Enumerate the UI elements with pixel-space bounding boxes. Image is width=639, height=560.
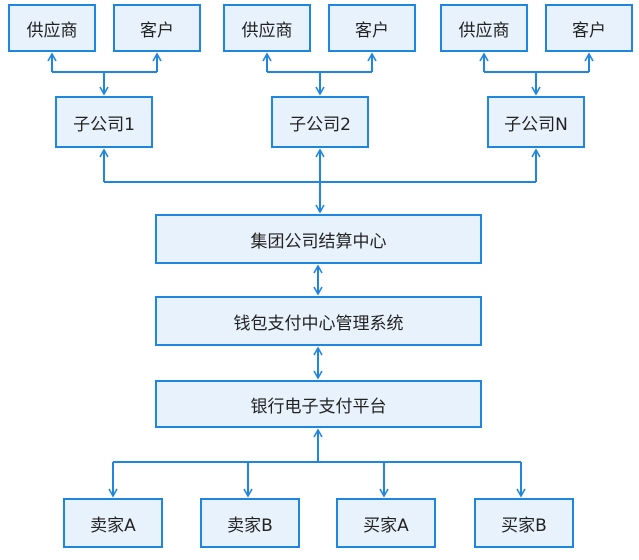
buyer-a-box: 买家A	[336, 498, 436, 548]
seller-b-box: 卖家B	[200, 498, 300, 548]
supplier-box-3: 供应商	[440, 4, 528, 52]
subsidiary-box-2: 子公司2	[271, 96, 369, 148]
buyer-b-box: 买家B	[474, 498, 574, 548]
supplier-box-2: 供应商	[223, 4, 311, 52]
wallet-system-box: 钱包支付中心管理系统	[155, 296, 482, 346]
customer-box-1: 客户	[113, 4, 201, 52]
subsidiary-box-1: 子公司1	[55, 96, 153, 148]
supplier-box-1: 供应商	[8, 4, 96, 52]
customer-box-2: 客户	[328, 4, 416, 52]
customer-box-3: 客户	[545, 4, 633, 52]
settlement-center-box: 集团公司结算中心	[155, 214, 482, 264]
bank-platform-box: 银行电子支付平台	[155, 380, 482, 428]
subsidiary-box-n: 子公司N	[487, 96, 585, 148]
seller-a-box: 卖家A	[63, 498, 163, 548]
